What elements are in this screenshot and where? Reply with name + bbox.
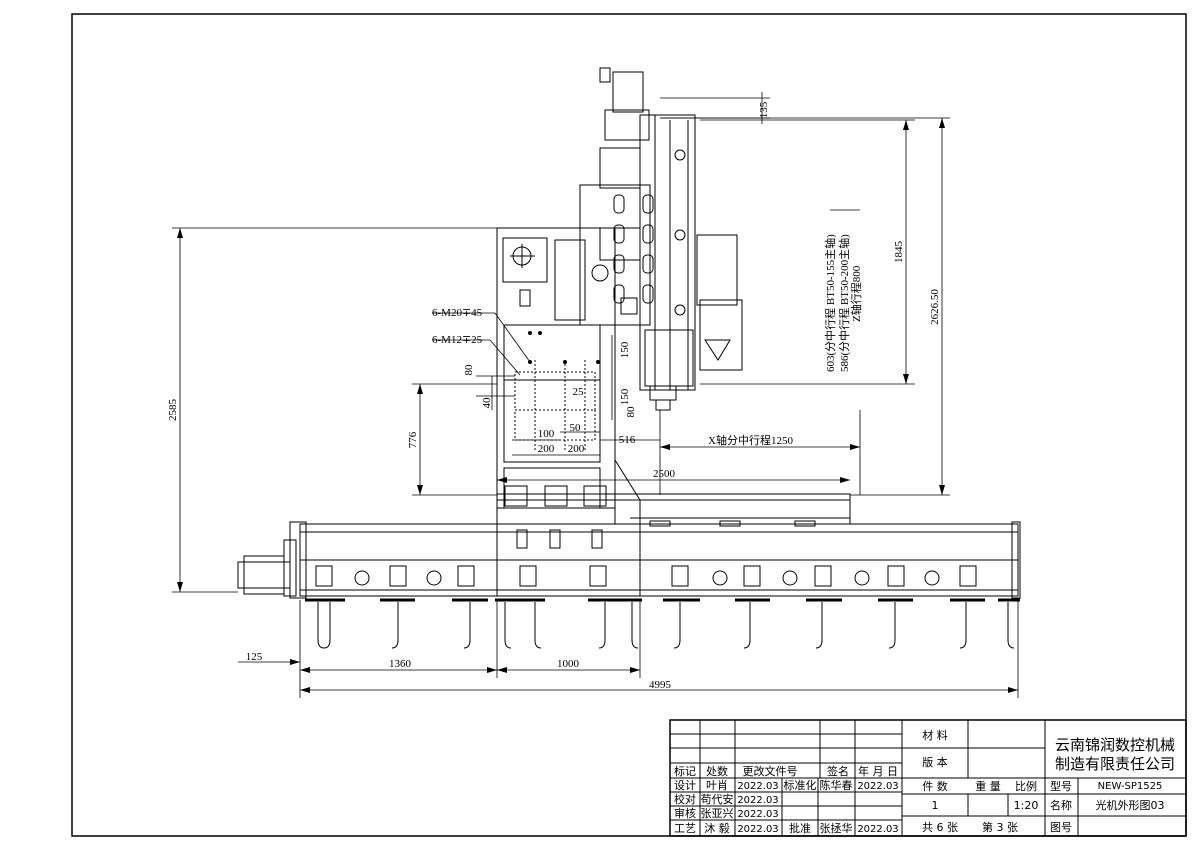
- row-process-date: 2022.03: [737, 824, 778, 835]
- lifting-hooks: [305, 598, 1020, 649]
- note-z-travel: Z轴行程800: [849, 265, 863, 322]
- sheet-total: 共 6 张: [922, 821, 958, 834]
- dim-776: 776: [407, 431, 419, 448]
- dim-40: 40: [481, 397, 493, 409]
- row-standard-person: 陈华春: [820, 778, 853, 792]
- row-review-role: 审核: [674, 806, 696, 820]
- rev-header-count: 处数: [706, 765, 728, 778]
- rev-header-date: 年 月 日: [858, 764, 898, 778]
- dim-200-b: 200: [568, 443, 585, 455]
- leveling-feet: [315, 565, 977, 587]
- arrowheads: [177, 118, 1018, 693]
- scale-label: 比例: [1015, 779, 1037, 793]
- row-check-date: 2022.03: [737, 795, 778, 806]
- dim-135: 135: [758, 101, 770, 118]
- machine-outline: [237, 67, 1021, 649]
- dim-80-b: 80: [625, 406, 637, 418]
- row-standard-role: 标准化: [784, 778, 817, 792]
- dim-1845: 1845: [893, 241, 905, 264]
- dim-1360: 1360: [389, 658, 412, 670]
- drawing-frame: [71, 13, 1187, 837]
- material-label: 材 料: [922, 728, 948, 742]
- z-slide: [639, 114, 696, 391]
- sheet-number: 第 3 张: [982, 820, 1018, 834]
- annotation-notes: 6-M20∓45 6-M12∓25 X轴分中行程1250 603(分中行程 BT…: [432, 234, 863, 447]
- dim-200-a: 200: [538, 443, 555, 455]
- dim-100: 100: [538, 428, 555, 440]
- qty-label: 件 数: [922, 780, 948, 793]
- side-motor: [696, 234, 738, 306]
- name-value: 光机外形图03: [1096, 798, 1165, 812]
- note-holes-m12: 6-M12∓25: [432, 334, 483, 346]
- row-approve-person: 张拯华: [820, 821, 853, 835]
- dimension-labels: 135 1845 2626.50 2585 776 150 150 80 40 …: [167, 101, 941, 691]
- qty-value: 1: [932, 799, 939, 812]
- dim-125: 125: [246, 651, 263, 663]
- z-motor: [612, 71, 644, 113]
- drawing-no-label: 图号: [1050, 821, 1072, 834]
- note-z-travel-200: 586(分中行程 BT50-200主轴): [837, 234, 851, 372]
- x-motor: [237, 561, 291, 589]
- note-holes-m20: 6-M20∓45: [432, 307, 483, 319]
- dim-150-b: 150: [619, 388, 631, 405]
- company-name-line1: 云南锦润数控机械: [1055, 736, 1175, 754]
- row-check-role: 校对: [674, 792, 696, 806]
- row-design-person: 叶肖: [706, 778, 728, 792]
- weight-label: 重 量: [975, 779, 1001, 793]
- dim-80-a: 80: [463, 364, 475, 376]
- dim-4995: 4995: [649, 679, 672, 691]
- dim-150-a: 150: [619, 341, 631, 358]
- row-standard-date: 2022.03: [857, 781, 898, 792]
- dim-516: 516: [619, 434, 636, 446]
- note-z-travel-155: 603(分中行程 BT50-155主轴): [823, 234, 837, 372]
- company-name-line2: 制造有限责任公司: [1055, 755, 1175, 773]
- row-check-person: 苟代安: [701, 792, 734, 806]
- row-review-person: 张亚兴: [701, 807, 734, 820]
- model-label: 型号: [1050, 779, 1072, 793]
- hole-pattern: [514, 360, 596, 450]
- dim-2585: 2585: [167, 399, 179, 422]
- row-approve-role: 批准: [789, 821, 811, 835]
- dim-25: 25: [573, 386, 585, 398]
- dimension-lines: [172, 92, 1019, 698]
- row-approve-date: 2022.03: [857, 824, 898, 835]
- row-design-date: 2022.03: [737, 781, 778, 792]
- model-value: NEW-SP1525: [1098, 781, 1163, 792]
- dim-50: 50: [570, 422, 582, 434]
- dim-1000: 1000: [557, 658, 580, 670]
- rev-header-docno: 更改文件号: [743, 764, 798, 778]
- version-label: 版 本: [922, 755, 948, 769]
- row-design-role: 设计: [674, 779, 696, 792]
- row-process-role: 工艺: [674, 822, 696, 835]
- rev-header-mark: 标记: [674, 764, 696, 778]
- machine-column: [496, 227, 616, 509]
- spindle: [644, 329, 694, 387]
- title-block: 云南锦润数控机械 制造有限责任公司 材 料 版 本 件 数 重 量 比例 型号 …: [669, 719, 1187, 837]
- note-x-travel: X轴分中行程1250: [708, 433, 793, 447]
- dim-2500: 2500: [653, 468, 676, 480]
- rev-header-sign: 签名: [827, 764, 849, 778]
- row-review-date: 2022.03: [737, 809, 778, 820]
- name-label: 名称: [1050, 798, 1072, 812]
- row-process-person: 沐 毅: [704, 821, 730, 835]
- scale-value: 1:20: [1014, 799, 1039, 812]
- dim-2626-50: 2626.50: [929, 289, 941, 325]
